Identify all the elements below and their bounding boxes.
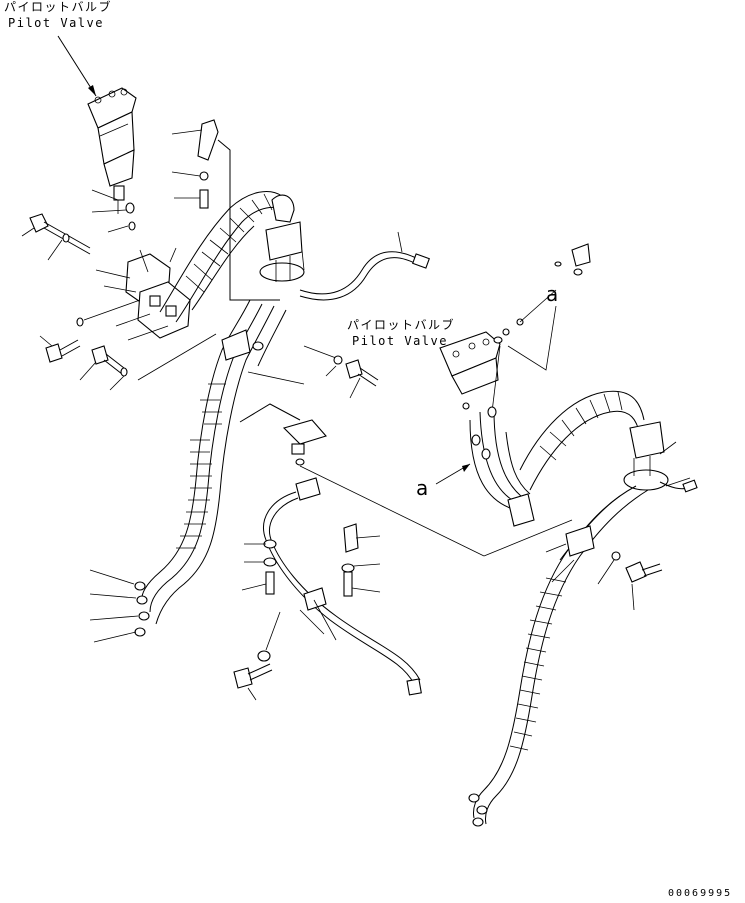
leader-lines-cross (483, 519, 573, 557)
leaders-a (435, 305, 557, 485)
fittings-left-upper (91, 189, 136, 233)
spiral-wrapped-hoses-left (159, 191, 295, 323)
hose-center-lower (233, 477, 422, 701)
hoses-right-long (468, 485, 663, 827)
pilot-valve-left (87, 87, 137, 214)
pilot-valve-label-en-right: Pilot Valve (352, 334, 448, 348)
leader-arrow-pilot-valve (57, 35, 97, 97)
reference-a-lower: a (416, 476, 429, 500)
bracket-center (239, 403, 485, 557)
flange-plate-left (259, 221, 305, 282)
elbow-fitting-right (519, 243, 591, 323)
hoses-left-long (89, 299, 287, 643)
bolts-center (247, 345, 379, 399)
pilot-valve-label-en-top: Pilot Valve (8, 16, 104, 30)
reference-a-upper: a (546, 282, 559, 306)
bolt-left-upper (21, 213, 91, 261)
part-number: 00069995 (668, 888, 733, 899)
hoses-right-assembly (469, 390, 698, 527)
pilot-valve-label-jp-top: パイロットバルブ (4, 0, 113, 14)
bolts-left-lower (39, 333, 217, 391)
hose-upper-right (299, 231, 430, 301)
pilot-valve-label-jp-right: パイロットバルブ (347, 318, 456, 332)
bracket-upper (171, 119, 280, 301)
manifold-left (76, 247, 191, 341)
pilot-valve-right (439, 318, 524, 410)
